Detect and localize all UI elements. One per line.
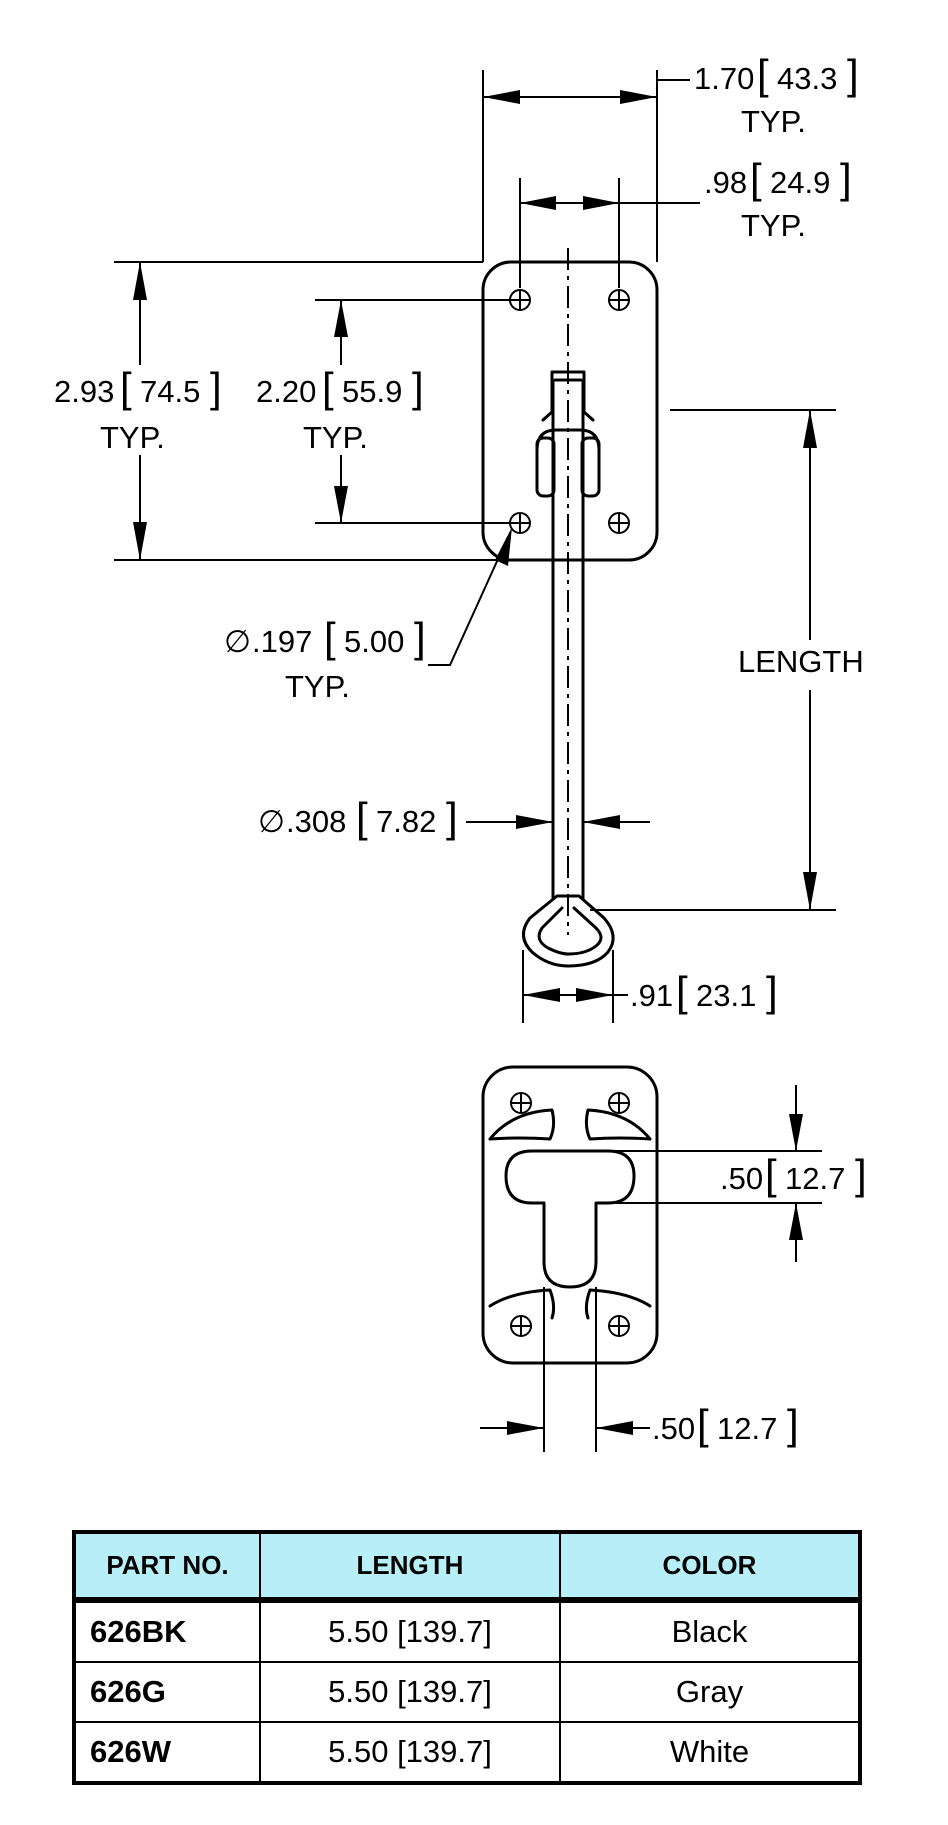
hook-assembly: [481, 248, 659, 968]
dim-keeper-slot-height-mm: 12.7: [785, 1161, 845, 1196]
svg-text:]: ]: [847, 51, 859, 98]
svg-text:[: [: [757, 51, 769, 98]
part-no-cell: 626W: [73, 1721, 261, 1784]
svg-text:]: ]: [840, 155, 852, 202]
svg-text:]: ]: [766, 968, 778, 1015]
svg-text:]: ]: [412, 364, 424, 411]
dim-hole-spacing-height: 2.20 [ 55.9 ] TYP.: [256, 364, 424, 455]
svg-text:[: [: [765, 1151, 777, 1198]
hook-eye: [522, 894, 615, 968]
keeper-plate: [481, 1065, 659, 1365]
length-cell: 5.50 [139.7]: [259, 1661, 561, 1723]
svg-text:]: ]: [787, 1401, 799, 1448]
color-cell: Black: [559, 1599, 861, 1663]
dim-plate-height-inch: 2.93: [54, 374, 114, 409]
svg-text:]: ]: [855, 1151, 867, 1198]
dim-eye-width-inch: .91: [630, 978, 673, 1013]
dim-keeper-slot-height-inch: .50: [720, 1161, 763, 1196]
dim-plate-width-note: TYP.: [741, 104, 806, 139]
svg-text:43.3: 43.3: [777, 61, 837, 96]
svg-text:[: [: [697, 1401, 709, 1448]
dim-hole-spacing-width-mm: 24.9: [770, 165, 830, 200]
svg-text:]: ]: [414, 614, 426, 661]
table-row: 626W 5.50 [139.7] White: [73, 1721, 861, 1784]
dim-keeper-slot-height: .50 [ 12.7 ]: [720, 1151, 867, 1198]
keeper-mount-hole: [608, 1315, 630, 1337]
dim-plate-height-note: TYP.: [100, 420, 165, 455]
dim-keeper-slot-width: .50 [ 12.7 ]: [652, 1401, 799, 1448]
keeper-mount-hole: [510, 1315, 532, 1337]
dim-keeper-slot-width-mm: 12.7: [717, 1411, 777, 1446]
dim-hole-spacing-width-note: TYP.: [741, 208, 806, 243]
svg-text:1.70: 1.70: [694, 61, 754, 96]
svg-text:[: [: [356, 794, 368, 841]
hook-base-plate: [481, 260, 659, 562]
dim-plate-height: 2.93 [ 74.5 ] TYP.: [54, 364, 222, 455]
dim-hole-diameter: ∅ .197 [ 5.00 ] TYP.: [224, 614, 426, 704]
color-cell: Gray: [559, 1661, 861, 1723]
svg-text:[: [: [324, 614, 336, 661]
color-cell: White: [559, 1721, 861, 1784]
hook-mount-hole: [608, 512, 630, 534]
hook-hinge-knuckle-right: [580, 436, 601, 498]
col-header-color: COLOR: [559, 1531, 861, 1603]
dim-plate-height-mm: 74.5: [140, 374, 200, 409]
dim-rod-diameter: ∅ .308 [ 7.82 ]: [258, 794, 458, 841]
hook-hinge-knuckle-left: [535, 436, 556, 498]
length-cell: 5.50 [139.7]: [259, 1721, 561, 1784]
table-row: 626G 5.50 [139.7] Gray: [73, 1661, 861, 1723]
dim-hole-diameter-note: TYP.: [285, 669, 350, 704]
dim-length-label: LENGTH: [738, 644, 864, 679]
dim-eye-width-mm: 23.1: [696, 978, 756, 1013]
dim-rod-diameter-mm: 7.82: [376, 804, 436, 839]
part-no-cell: 626BK: [73, 1599, 261, 1663]
svg-text:[: [: [750, 155, 762, 202]
dim-hole-spacing-height-note: TYP.: [303, 420, 368, 455]
dim-hole-spacing-width: .98 [ 24.9 ] TYP.: [704, 155, 852, 243]
svg-text:]: ]: [210, 364, 222, 411]
diameter-symbol: ∅: [258, 804, 285, 839]
dim-hole-spacing-height-inch: 2.20: [256, 374, 316, 409]
table-header-row: PART NO. LENGTH COLOR: [73, 1531, 861, 1603]
dim-rod-diameter-inch: .308: [286, 804, 346, 839]
dim-hole-diameter-inch: .197: [252, 624, 312, 659]
keeper-keyhole-slot: [504, 1149, 636, 1289]
keeper-mount-hole: [608, 1092, 630, 1114]
dim-plate-width: 1.70 [ 43.3 ] TYP.: [694, 51, 859, 139]
part-no-cell: 626G: [73, 1661, 261, 1723]
hook-mount-hole: [608, 289, 630, 311]
length-cell: 5.50 [139.7]: [259, 1599, 561, 1663]
dim-eye-width: .91 [ 23.1 ]: [630, 968, 778, 1015]
svg-text:[: [: [322, 364, 334, 411]
table-row: 626BK 5.50 [139.7] Black: [73, 1599, 861, 1663]
hook-rod: [551, 380, 585, 900]
svg-text:[: [: [120, 364, 132, 411]
dim-keeper-slot-width-inch: .50: [652, 1411, 695, 1446]
keeper-mount-hole: [510, 1092, 532, 1114]
dim-hole-spacing-height-mm: 55.9: [342, 374, 402, 409]
dim-plate-width-inch: 1.70: [694, 61, 754, 96]
dim-hole-diameter-mm: 5.00: [344, 624, 404, 659]
svg-text:[: [: [676, 968, 688, 1015]
dimension-lines: [114, 70, 836, 1452]
svg-text:]: ]: [446, 794, 458, 841]
dim-hole-spacing-width-inch: .98: [704, 165, 747, 200]
col-header-part-no: PART NO.: [73, 1531, 261, 1603]
dim-plate-width-mm: 43.3: [777, 61, 837, 96]
part-number-table: PART NO. LENGTH COLOR 626BK 5.50 [139.7]…: [72, 1530, 862, 1785]
col-header-length: LENGTH: [259, 1531, 561, 1603]
diameter-symbol: ∅: [224, 624, 251, 659]
